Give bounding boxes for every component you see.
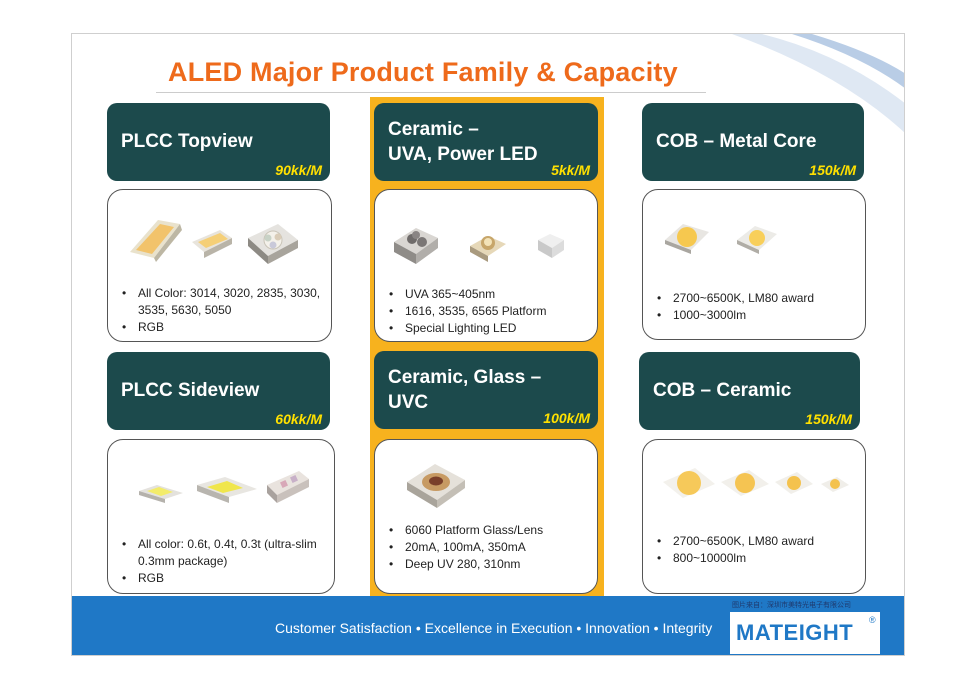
bullet-item: Deep UV 280, 310nm	[389, 556, 600, 573]
bullet-item: UVA 365~405nm	[389, 286, 595, 303]
ceramic-glass-uvc-image	[407, 464, 465, 508]
footer-band: 图片来自：深圳市美特光电子有限公司 Customer Satisfaction …	[72, 596, 904, 655]
bullet-list: All Color: 3014, 3020, 2835, 3030, 3535,…	[108, 285, 328, 336]
product-header-ceramic-uva: Ceramic – UVA, Power LED 5kk/M	[374, 103, 598, 181]
product-header-plcc-sideview: PLCC Sideview 60kk/M	[107, 352, 330, 430]
product-name-line-1: Ceramic, Glass –	[388, 367, 542, 388]
product-name: PLCC Topview	[121, 131, 253, 152]
capacity-label: 150k/M	[805, 411, 852, 427]
registered-mark: ®	[869, 615, 876, 625]
product-card-ceramic-uva: UVA 365~405nm 1616, 3535, 6565 Platform …	[374, 189, 598, 342]
product-card-cob-ceramic: 2700~6500K, LM80 award 800~10000lm	[642, 439, 866, 594]
title-underline	[156, 92, 706, 93]
cob-ceramic-image	[663, 468, 849, 498]
capacity-label: 100k/M	[543, 410, 590, 426]
product-card-plcc-topview: All Color: 3014, 3020, 2835, 3030, 3535,…	[107, 189, 332, 342]
product-name: COB – Ceramic	[653, 380, 792, 401]
product-name: COB – Metal Core	[656, 131, 817, 152]
ceramic-uva-image	[394, 228, 564, 264]
product-card-plcc-sideview: All color: 0.6t, 0.4t, 0.3t (ultra-slim …	[107, 439, 335, 594]
bullet-item: 800~10000lm	[657, 550, 863, 567]
bullet-item: 2700~6500K, LM80 award	[657, 290, 863, 307]
bullet-item: All color: 0.6t, 0.4t, 0.3t (ultra-slim …	[122, 536, 338, 570]
bullet-list: 2700~6500K, LM80 award 1000~3000lm	[643, 290, 863, 324]
bullet-item: 2700~6500K, LM80 award	[657, 533, 863, 550]
product-card-cob-metal-core: 2700~6500K, LM80 award 1000~3000lm	[642, 189, 866, 340]
bullet-list: 6060 Platform Glass/Lens 20mA, 100mA, 35…	[375, 522, 600, 573]
plcc-sideview-image	[139, 471, 309, 503]
company-logo: MATEIGHT ®	[730, 612, 880, 654]
cob-metal-core-image	[665, 224, 777, 254]
bullet-item: 20mA, 100mA, 350mA	[389, 539, 600, 556]
capacity-label: 60kk/M	[275, 411, 322, 427]
image-source-note: 图片来自：深圳市美特光电子有限公司	[732, 602, 851, 609]
product-name: PLCC Sideview	[121, 380, 260, 401]
slide: ALED Major Product Family & Capacity PLC…	[71, 33, 905, 656]
bullet-item: RGB	[122, 319, 328, 336]
tagline: Customer Satisfaction • Excellence in Ex…	[275, 620, 713, 636]
bullet-item: 1000~3000lm	[657, 307, 863, 324]
bullet-list: UVA 365~405nm 1616, 3535, 6565 Platform …	[375, 286, 595, 337]
bullet-item: RGB	[122, 570, 338, 587]
bullet-item: All Color: 3014, 3020, 2835, 3030, 3535,…	[122, 285, 328, 319]
capacity-label: 150k/M	[809, 162, 856, 178]
capacity-label: 90kk/M	[275, 162, 322, 178]
product-header-ceramic-glass-uvc: Ceramic, Glass – UVC 100k/M	[374, 351, 598, 429]
product-header-cob-metal-core: COB – Metal Core 150k/M	[642, 103, 864, 181]
bullet-list: All color: 0.6t, 0.4t, 0.3t (ultra-slim …	[108, 536, 338, 587]
bullet-item: 1616, 3535, 6565 Platform	[389, 303, 595, 320]
bullet-item: Special Lighting LED	[389, 320, 595, 337]
product-header-cob-ceramic: COB – Ceramic 150k/M	[639, 352, 860, 430]
product-card-ceramic-glass-uvc: 6060 Platform Glass/Lens 20mA, 100mA, 35…	[374, 439, 598, 594]
bullet-item: 6060 Platform Glass/Lens	[389, 522, 600, 539]
capacity-label: 5kk/M	[551, 162, 590, 178]
decorative-swoosh	[732, 34, 904, 133]
page-title: ALED Major Product Family & Capacity	[168, 57, 678, 87]
product-name-line-1: Ceramic –	[388, 119, 479, 140]
logo-text: MATEIGHT	[736, 620, 854, 645]
product-header-plcc-topview: PLCC Topview 90kk/M	[107, 103, 330, 181]
plcc-topview-image	[130, 220, 298, 264]
product-name-line-2: UVC	[388, 392, 429, 413]
bullet-list: 2700~6500K, LM80 award 800~10000lm	[643, 533, 863, 567]
product-name-line-2: UVA, Power LED	[388, 144, 538, 165]
